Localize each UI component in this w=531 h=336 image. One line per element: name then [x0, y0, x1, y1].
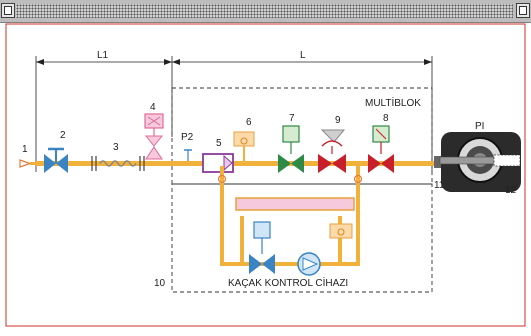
label-number-3: 3 — [113, 142, 119, 153]
label-multiblok: MULTİBLOK — [365, 96, 421, 109]
window-menu-button[interactable] — [1, 3, 15, 18]
label-number-7: 7 — [289, 113, 295, 124]
flange-icon — [139, 156, 145, 171]
test-valve-icon — [249, 221, 275, 274]
page-border — [5, 23, 526, 327]
label-p2: P2 — [181, 132, 194, 143]
inlet-arrow-icon — [19, 159, 32, 168]
manual-ball-valve-icon — [44, 147, 68, 173]
label-number-2: 2 — [60, 130, 66, 141]
burner-icon — [434, 132, 521, 192]
main-gas-pipe — [36, 161, 436, 166]
dimension-l — [172, 56, 433, 172]
label-number-11: 11 — [434, 180, 445, 191]
diagram-canvas: L1 L MULTİBLOK KAÇAK KONTROL CİHAZI — [0, 22, 531, 331]
gas-train-diagram: L1 L MULTİBLOK KAÇAK KONTROL CİHAZI — [5, 23, 526, 327]
label-number-6: 6 — [246, 117, 252, 128]
pressure-regulator-icon — [202, 153, 234, 173]
flexible-hose-icon — [99, 160, 137, 167]
label-number-12: 12 — [505, 185, 517, 196]
pressure-point-icon — [184, 149, 192, 161]
label-number-5: 5 — [216, 138, 222, 149]
main-gas-valve-icon — [368, 125, 394, 173]
label-pi: PI — [475, 121, 484, 132]
flange-icon — [91, 156, 97, 171]
pressure-switch-icon — [233, 131, 255, 161]
test-pump-icon — [297, 252, 321, 276]
leak-control-pipes — [217, 166, 363, 266]
label-number-1: 1 — [22, 144, 28, 155]
label-number-9: 9 — [335, 115, 341, 126]
label-number-8: 8 — [383, 113, 389, 124]
maximize-button[interactable] — [516, 3, 530, 18]
label-number-4: 4 — [150, 102, 156, 113]
label-l1: L1 — [97, 50, 109, 61]
dimension-l1 — [35, 56, 173, 172]
label-leak-device: KAÇAK KONTROL CİHAZI — [228, 276, 348, 289]
label-number-10: 10 — [154, 278, 166, 289]
label-l: L — [300, 50, 306, 61]
leak-control-unit — [235, 197, 355, 211]
title-bar-grip — [16, 4, 513, 18]
test-pressure-switch-icon — [329, 223, 353, 239]
solenoid-valve-icon — [278, 125, 304, 173]
leak-control-box — [171, 183, 433, 293]
safety-shutoff-valve-icon — [318, 129, 346, 173]
gas-filter-icon — [144, 113, 164, 160]
title-bar[interactable] — [0, 0, 531, 23]
